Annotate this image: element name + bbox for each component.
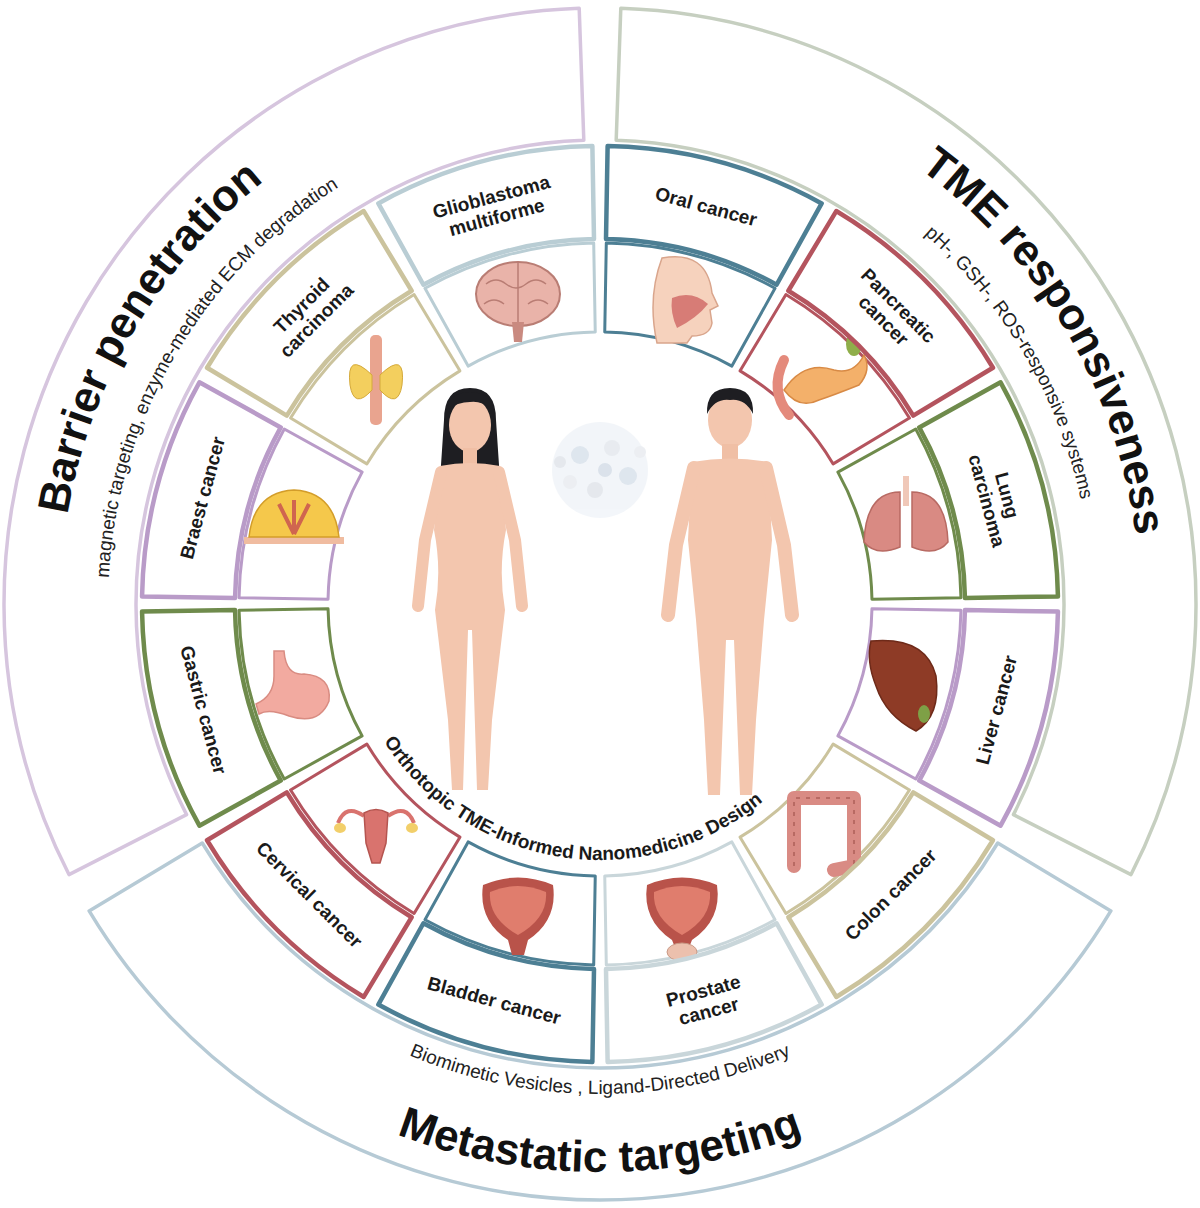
nanoparticle (563, 475, 577, 489)
organ-icon (653, 257, 718, 343)
nanoparticle (571, 446, 589, 464)
male-figure (668, 388, 792, 795)
segment-outline (913, 378, 1071, 619)
organ-icon (918, 705, 930, 723)
text-guide (113, 897, 1087, 1172)
female-figure (418, 388, 522, 790)
female-figure (449, 398, 491, 452)
organ-icon (794, 798, 854, 870)
organ-icon (334, 810, 418, 864)
nanoparticle (619, 467, 637, 485)
organ-icon (869, 640, 937, 731)
organ-icon (334, 823, 346, 833)
band-subtitle: Biomimetic Vesicles , Ligand-Directed De… (408, 1039, 793, 1098)
segment-outline (198, 776, 428, 1006)
organ-icon (517, 262, 519, 324)
organ-icon (784, 355, 867, 403)
organ-icon (476, 262, 560, 326)
center-label: Orthotopic TME-Informed Nanomedicine Des… (380, 732, 765, 864)
organ-icon (864, 476, 948, 551)
female-figure (499, 472, 522, 606)
organ-icon (864, 492, 900, 551)
segment-outline (129, 378, 287, 619)
segment-outline (374, 133, 615, 291)
organ-icon (244, 490, 344, 544)
nanoparticle (554, 456, 566, 468)
organ-icon (646, 878, 717, 962)
segment-outline (374, 917, 615, 1075)
band-outline (4, 8, 584, 874)
segment-outline (585, 917, 826, 1075)
organ-icon (490, 886, 546, 935)
organ-icon (476, 262, 560, 342)
organ-icon (349, 335, 402, 425)
male-figure (688, 459, 772, 796)
segment-outline (772, 776, 1002, 1006)
segment-outline (772, 202, 1002, 432)
organ-sector (239, 243, 961, 965)
nanoparticle (552, 422, 648, 518)
organ-icon (794, 798, 854, 866)
organ-icon (482, 878, 553, 956)
organ-icon (653, 257, 718, 343)
organ-icon (244, 537, 344, 544)
organ-icon (256, 651, 329, 719)
male-figure (766, 468, 792, 615)
organ-icon (256, 651, 329, 719)
organ-icon (249, 490, 339, 537)
organ-icon (349, 365, 402, 399)
band-heading: Metastatic targeting (394, 1097, 807, 1181)
organ-icon (244, 257, 948, 961)
nanoparticle (598, 463, 612, 477)
text-guide (60, 64, 581, 849)
organ-icon (794, 798, 854, 870)
segment-outline (129, 589, 287, 830)
organ-icon (903, 476, 909, 506)
organ-icon (512, 322, 524, 342)
female-figure (446, 392, 494, 410)
band-outline (89, 843, 1111, 1200)
organ-icon (672, 295, 708, 328)
nanoparticle (552, 422, 648, 518)
segment-outline (585, 133, 826, 291)
band-outline (616, 8, 1196, 874)
organ-icon (482, 878, 553, 956)
band-subtitle: Biomimetic Vesicles , Ligand-Directed De… (408, 1039, 793, 1098)
organ-icon (654, 886, 710, 935)
segment-outline (913, 589, 1071, 830)
center-label: Orthotopic TME-Informed Nanomedicine Des… (380, 732, 765, 864)
male-figure (707, 388, 753, 414)
organ-icon (364, 810, 388, 864)
band-heading: Metastatic targeting (394, 1097, 807, 1181)
female-figure (418, 472, 441, 606)
female-figure (434, 463, 506, 790)
organ-icon (279, 500, 309, 534)
nanoparticle (587, 482, 603, 498)
nanoparticle (604, 440, 620, 456)
male-figure (668, 468, 694, 615)
organ-icon (646, 878, 717, 951)
center-label: Orthotopic TME-Informed Nanomedicine Des… (359, 692, 801, 864)
center-disk (332, 336, 868, 872)
organ-icon (484, 280, 548, 304)
organ-icon (869, 640, 937, 731)
organ-icon (778, 332, 867, 415)
nanoparticle (634, 446, 646, 458)
segment-outline (198, 202, 428, 432)
organ-icon (406, 823, 418, 833)
organ-icon (912, 492, 948, 551)
